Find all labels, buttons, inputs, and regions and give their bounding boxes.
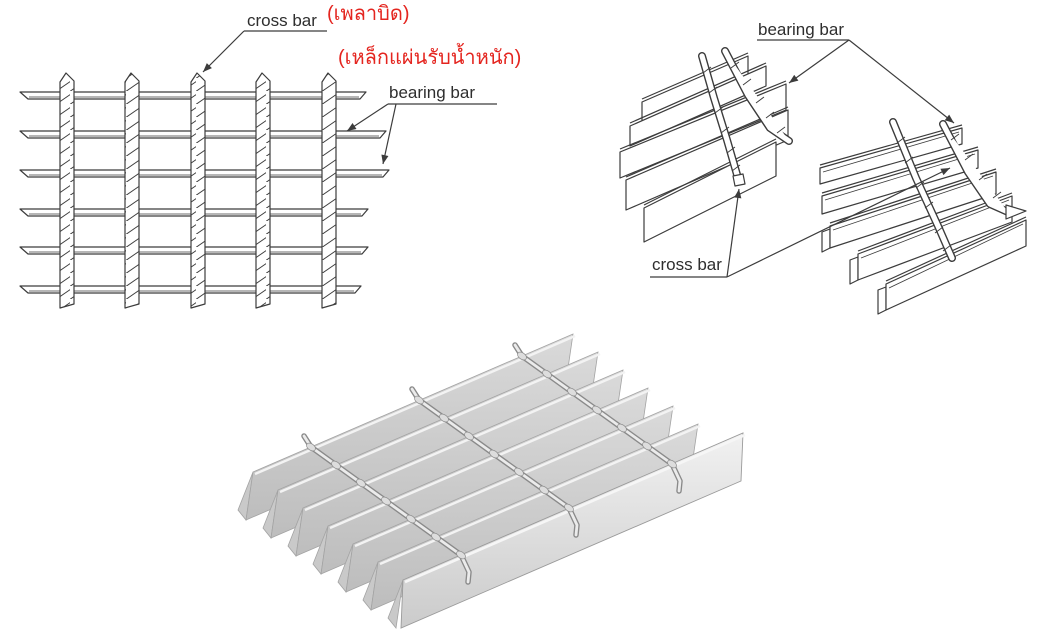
cross-bar-leader — [202, 30, 245, 73]
iso-cross-rod — [939, 120, 1027, 220]
iso-bearing-bar — [877, 216, 1027, 315]
iso-fragment-left — [619, 47, 793, 243]
plan-cross-bar-label: cross bar — [247, 11, 317, 30]
plan-cross-bar — [255, 72, 271, 309]
iso-bearing-bar-label: bearing bar — [758, 20, 845, 39]
plan-view-grating — [19, 72, 390, 309]
iso-fragment-right — [819, 118, 1027, 315]
iso-bearing-bar-leader — [788, 39, 850, 84]
iso-bearing-bar — [821, 146, 979, 215]
iso-bearing-bar — [819, 124, 963, 185]
iso-cross-bar-leader — [726, 188, 742, 278]
photo-grating — [237, 333, 746, 629]
plan-cross-bar — [59, 72, 75, 309]
iso-cross-bar-label: cross bar — [652, 255, 722, 274]
iso-cross-rod — [721, 47, 793, 145]
iso-bearing-bar — [821, 168, 997, 253]
iso-cross-rod — [889, 118, 956, 262]
plan-cross-bars — [59, 72, 337, 309]
photo-weld-joints — [306, 351, 677, 560]
plan-annotation-lines — [202, 30, 497, 165]
iso-cross-bar-leader — [726, 167, 951, 278]
bearing-bar-leader — [381, 103, 397, 165]
iso-annotation-lines — [650, 39, 955, 278]
bearing-bar-leader — [346, 103, 389, 132]
iso-bearing-bar — [629, 62, 767, 147]
iso-bearing-bar-leader — [848, 39, 955, 124]
plan-cross-bar — [124, 72, 140, 309]
iso-cross-rod — [698, 52, 746, 187]
plan-cross-bar — [190, 72, 206, 309]
plan-cross-bar-thai-label: (เพลาบิด) — [327, 3, 410, 25]
plan-bearing-bar-thai-label: (เหล็กแผ่นรับน้ำหนัก) — [338, 47, 522, 69]
plan-bearing-bar-label: bearing bar — [389, 83, 476, 102]
plan-cross-bar — [321, 72, 337, 309]
iso-bearing-bar — [619, 80, 787, 179]
